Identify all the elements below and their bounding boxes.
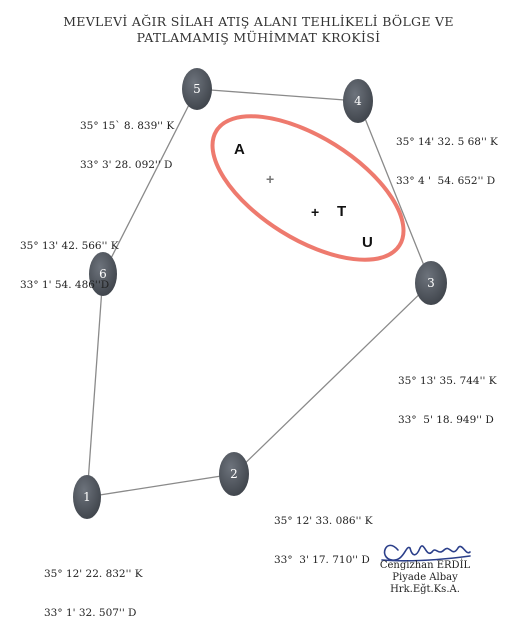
signature-rank: Piyade Albay xyxy=(392,572,458,583)
danger-zone-ellipse xyxy=(210,114,406,262)
coord-point-1-lon: 33° 1' 32. 507'' D xyxy=(44,607,137,619)
coord-point-4-lon: 33° 4 ' 54. 652'' D xyxy=(396,175,496,187)
marker-4-label: 4 xyxy=(354,94,362,108)
map-title-line-1: MEVLEVİ AĞIR SİLAH ATIŞ ALANI TEHLİKELİ … xyxy=(63,14,454,29)
coord-point-2-lat: 35° 12' 33. 086'' K xyxy=(274,515,373,527)
coord-point-6: 35° 13' 42. 566'' K 33° 1' 54. 486''D xyxy=(20,214,119,305)
zone-letter-a: A xyxy=(234,141,245,158)
coord-point-1-lat: 35° 12' 22. 832'' K xyxy=(44,568,143,580)
coord-point-4: 35° 14' 32. 5 68'' K 33° 4 ' 54. 652'' D xyxy=(396,110,498,201)
coord-point-5-lon: 33° 3' 28. 092'' D xyxy=(80,159,173,171)
coord-point-5-lat: 35° 15` 8. 839'' K xyxy=(80,120,175,132)
marker-6-label: 6 xyxy=(99,267,107,281)
marker-5: 5 xyxy=(182,68,212,110)
coord-point-2: 35° 12' 33. 086'' K 33° 3' 17. 710'' D xyxy=(274,489,373,580)
coord-point-6-lat: 35° 13' 42. 566'' K xyxy=(20,240,119,252)
coord-point-3-lat: 35° 13' 35. 744'' K xyxy=(398,375,497,387)
signature-name: Cengizhan ERDİL xyxy=(379,560,471,571)
signature-block: Cengizhan ERDİL Piyade Albay Hrk.Eğt.Ks.… xyxy=(370,560,480,596)
coord-point-4-lat: 35° 14' 32. 5 68'' K xyxy=(396,136,498,148)
zone-plus-1: + xyxy=(266,171,274,187)
zone-letter-u: U xyxy=(362,234,373,251)
coord-point-2-lon: 33° 3' 17. 710'' D xyxy=(274,554,370,566)
zone-plus-2: + xyxy=(311,204,319,220)
coord-point-3-lon: 33° 5' 18. 949'' D xyxy=(398,414,494,426)
map-title-line-2: PATLAMAMIŞ MÜHİMMAT KROKİSİ xyxy=(136,30,381,45)
marker-3-label: 3 xyxy=(427,276,435,290)
coord-point-5: 35° 15` 8. 839'' K 33° 3' 28. 092'' D xyxy=(80,94,174,185)
signature-unit: Hrk.Eğt.Ks.A. xyxy=(390,584,460,595)
signature-mark xyxy=(381,544,471,562)
coord-point-3: 35° 13' 35. 744'' K 33° 5' 18. 949'' D xyxy=(398,349,497,440)
sketch-map: A + + T U 1 2 3 4 5 6 xyxy=(73,68,471,562)
marker-4: 4 xyxy=(343,79,373,123)
zone-letter-t: T xyxy=(337,203,346,220)
coord-point-6-lon: 33° 1' 54. 486''D xyxy=(20,279,110,291)
marker-1-label: 1 xyxy=(83,490,91,504)
marker-2-label: 2 xyxy=(230,467,238,481)
coord-point-1: 35° 12' 22. 832'' K 33° 1' 32. 507'' D xyxy=(44,542,143,633)
marker-6: 6 xyxy=(89,252,117,296)
marker-1: 1 xyxy=(73,475,101,519)
marker-2: 2 xyxy=(219,452,249,496)
marker-5-label: 5 xyxy=(193,82,201,96)
marker-3: 3 xyxy=(415,261,447,305)
